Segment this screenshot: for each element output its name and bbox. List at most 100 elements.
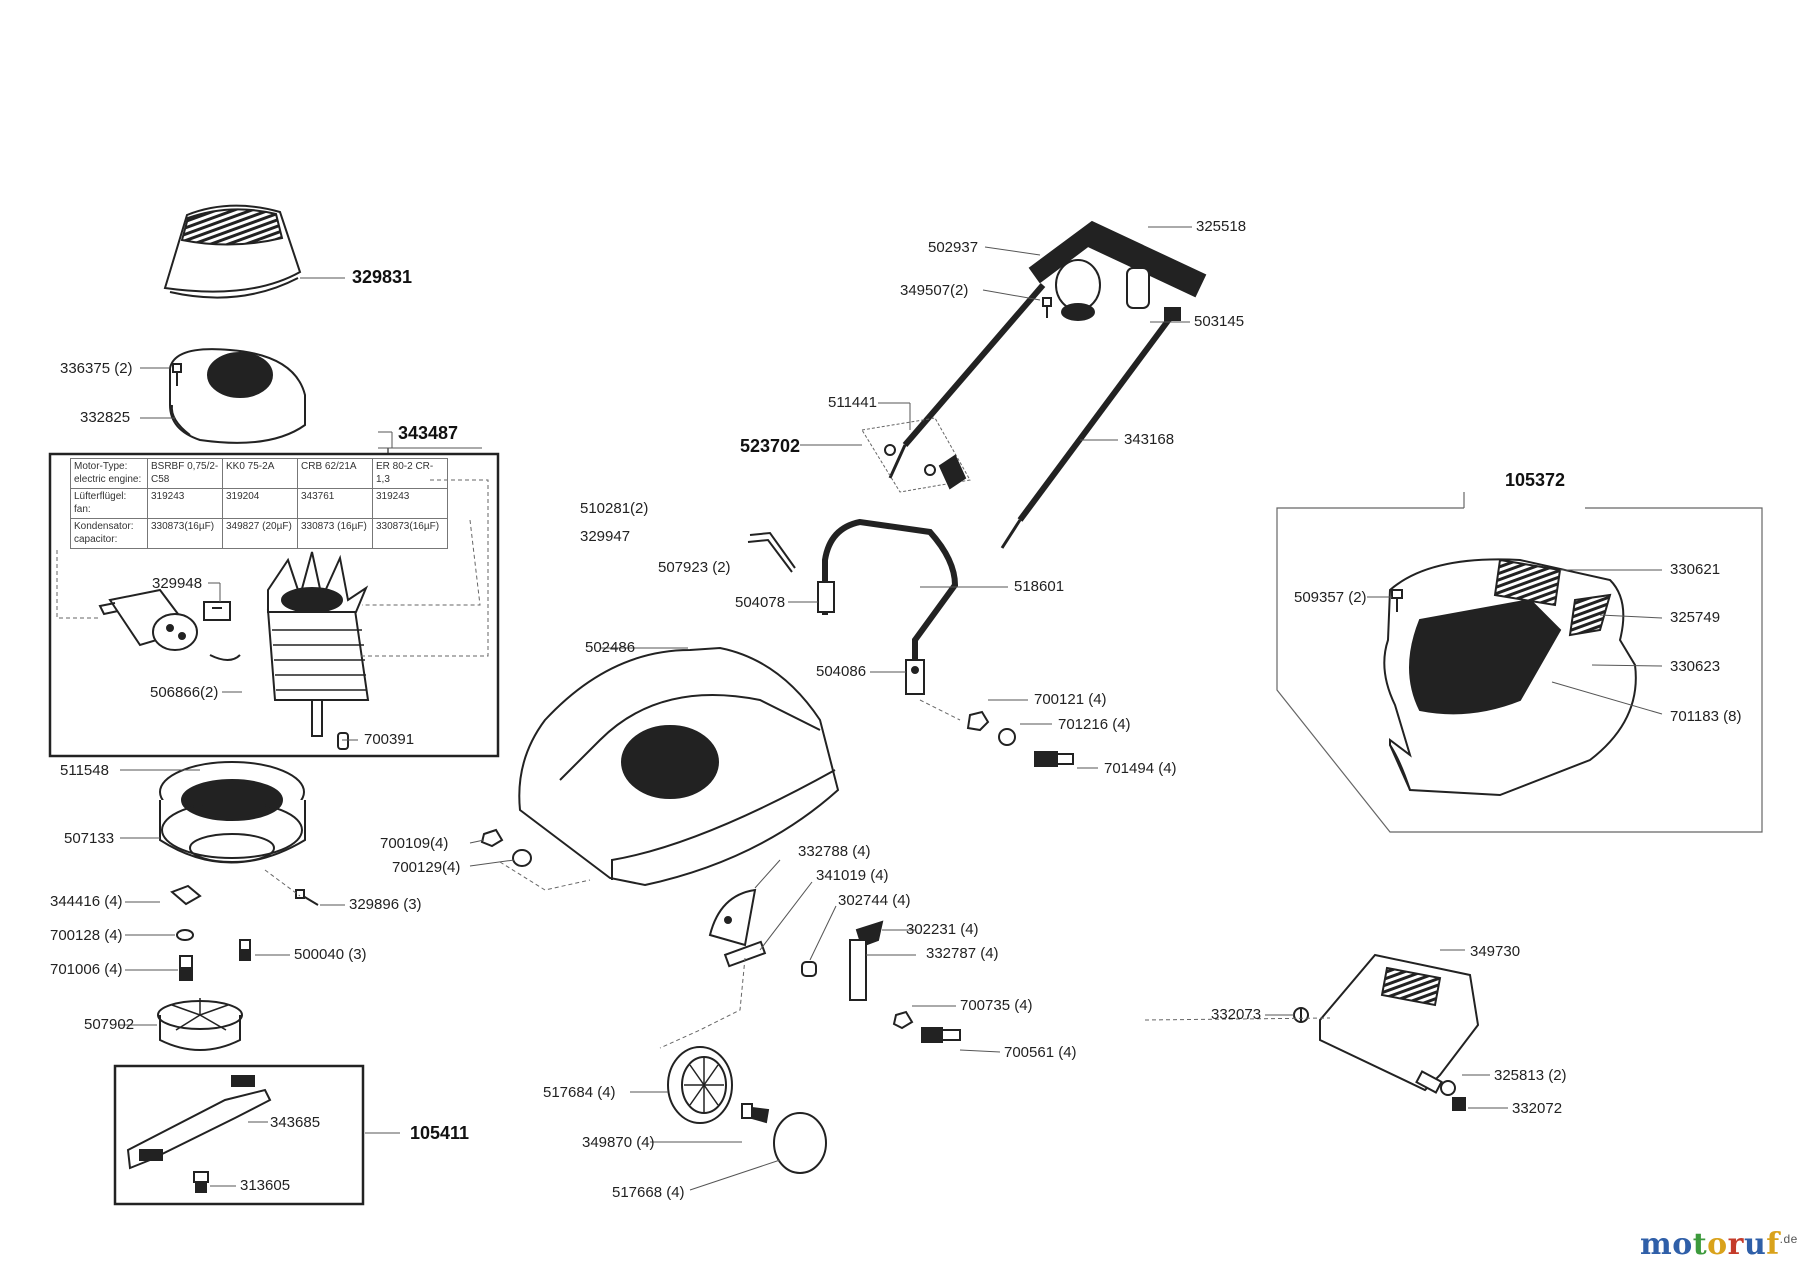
part-label: 302744 (4) bbox=[838, 892, 911, 909]
part-label: 330623 bbox=[1670, 658, 1721, 675]
part-label: 336375 (2) bbox=[60, 360, 133, 377]
rear-flap-part bbox=[1319, 953, 1480, 1094]
screw-349507 bbox=[1042, 297, 1052, 318]
pin-507923 bbox=[747, 531, 796, 573]
bolt-313605 bbox=[193, 1171, 209, 1193]
table-cell: KK0 75-2A bbox=[222, 458, 298, 489]
part-label: 329947 bbox=[580, 528, 631, 545]
part-label: 329831 bbox=[352, 267, 413, 287]
logo-letter: r bbox=[1727, 1227, 1744, 1262]
part-label: 329948 bbox=[152, 575, 203, 592]
table-cell: CRB 62/21A bbox=[297, 458, 373, 489]
bolt-701006 bbox=[179, 955, 193, 981]
part-label: 504086 bbox=[816, 663, 867, 680]
table-cell: BSRBF 0,75/2-C58 bbox=[147, 458, 223, 489]
part-label: 700561 (4) bbox=[1004, 1044, 1077, 1061]
part-label: 325813 (2) bbox=[1494, 1067, 1567, 1084]
part-label: 701494 (4) bbox=[1104, 760, 1177, 777]
bushing-302744 bbox=[801, 961, 817, 977]
group-label: 523702 bbox=[740, 436, 801, 456]
watermark-logo: motoruf.de bbox=[1640, 1227, 1798, 1262]
handle-bar-right-343168 bbox=[1000, 316, 1173, 549]
part-label: 518601 bbox=[1014, 578, 1065, 595]
screw-332073 bbox=[1293, 1007, 1309, 1023]
table-cell: ER 80-2 CR-1,3 bbox=[372, 458, 448, 489]
part-label: 332073 bbox=[1211, 1006, 1262, 1023]
motor-group-box bbox=[48, 452, 500, 758]
group-label: 105372 bbox=[1505, 470, 1566, 490]
part-label: 700391 bbox=[364, 731, 415, 748]
part-label: 506866(2) bbox=[150, 684, 219, 701]
lower-handle-518601 bbox=[822, 518, 959, 660]
nut-700109 bbox=[480, 828, 504, 848]
wheel-517684 bbox=[667, 1046, 733, 1124]
clamp-329948 bbox=[203, 601, 231, 621]
part-label: 329896 (3) bbox=[349, 896, 422, 913]
bolt-700561 bbox=[921, 1027, 961, 1043]
motor-housing-base bbox=[159, 761, 306, 864]
part-label: 332825 bbox=[80, 409, 131, 426]
part-label: 343168 bbox=[1124, 431, 1175, 448]
part-label: 517668 (4) bbox=[612, 1184, 685, 1201]
washer-700129 bbox=[512, 849, 532, 867]
part-label: 502937 bbox=[928, 239, 979, 256]
plate-341019 bbox=[723, 940, 767, 968]
table-cell: 343761 bbox=[297, 488, 373, 519]
part-label: 511441 bbox=[828, 394, 877, 411]
bracket-504086 bbox=[905, 659, 925, 695]
blade-group-box bbox=[113, 1064, 365, 1206]
segment-332788 bbox=[708, 888, 757, 947]
part-label: 302231 (4) bbox=[906, 921, 979, 938]
part-label: 511548 bbox=[60, 762, 109, 779]
part-label: 700129(4) bbox=[392, 859, 461, 876]
logo-letter: o bbox=[1707, 1227, 1728, 1262]
leader-lines bbox=[118, 226, 1663, 1191]
table-cell: 319204 bbox=[222, 488, 298, 519]
screw-509357 bbox=[1391, 589, 1403, 612]
nut-700121 bbox=[966, 710, 990, 732]
part-label: 507923 (2) bbox=[658, 559, 731, 576]
part-label: 349507(2) bbox=[900, 282, 969, 299]
table-row: Lüfterflügel: fan: 319243 319204 343761 … bbox=[70, 488, 448, 519]
washer-701216 bbox=[998, 728, 1016, 746]
row-header: Kondensator: capacitor: bbox=[70, 518, 148, 549]
mower-deck-part bbox=[518, 646, 840, 887]
row-header: Lüfterflügel: fan: bbox=[70, 488, 148, 519]
table-cell: 330873 (16µF) bbox=[297, 518, 373, 549]
table-cell: 319243 bbox=[372, 488, 448, 519]
screw-500040 bbox=[239, 939, 251, 961]
motor-spec-table: Motor-Type: electric engine: BSRBF 0,75/… bbox=[70, 458, 448, 549]
part-label: 700735 (4) bbox=[960, 997, 1033, 1014]
logo-letter: o bbox=[1672, 1227, 1693, 1262]
grass-bag-group-box bbox=[1276, 507, 1763, 833]
part-label: 349870 (4) bbox=[582, 1134, 655, 1151]
part-label: 332787 (4) bbox=[926, 945, 999, 962]
group-label: 105411 bbox=[410, 1123, 470, 1143]
part-label: 332788 (4) bbox=[798, 843, 871, 860]
fan-507902 bbox=[157, 998, 243, 1051]
part-label: 313605 bbox=[240, 1177, 291, 1194]
spring-325813 bbox=[1440, 1080, 1456, 1096]
part-label: 349730 bbox=[1470, 943, 1521, 960]
blade-343685 bbox=[126, 1075, 272, 1170]
part-label: 500040 (3) bbox=[294, 946, 367, 963]
table-row: Motor-Type: electric engine: BSRBF 0,75/… bbox=[70, 458, 448, 489]
logo-text: motoruf bbox=[1640, 1227, 1780, 1262]
part-label: 517684 (4) bbox=[543, 1084, 616, 1101]
part-label: 332072 bbox=[1512, 1100, 1563, 1117]
logo-letter: f bbox=[1766, 1227, 1780, 1262]
part-label: 509357 (2) bbox=[1294, 589, 1367, 606]
grass-bag-part bbox=[1383, 558, 1637, 797]
screw-332072 bbox=[1452, 1097, 1466, 1111]
bracket-504078 bbox=[817, 581, 835, 613]
screw-329896 bbox=[295, 889, 319, 906]
part-label: 510281(2) bbox=[580, 500, 649, 517]
part-label: 700121 (4) bbox=[1034, 691, 1107, 708]
part-label: 701183 (8) bbox=[1670, 708, 1742, 725]
table-row: Kondensator: capacitor: 330873(16µF) 349… bbox=[70, 518, 448, 549]
logo-letter: m bbox=[1640, 1227, 1673, 1262]
part-label: 341019 (4) bbox=[816, 867, 889, 884]
part-label: 507902 bbox=[84, 1016, 135, 1033]
